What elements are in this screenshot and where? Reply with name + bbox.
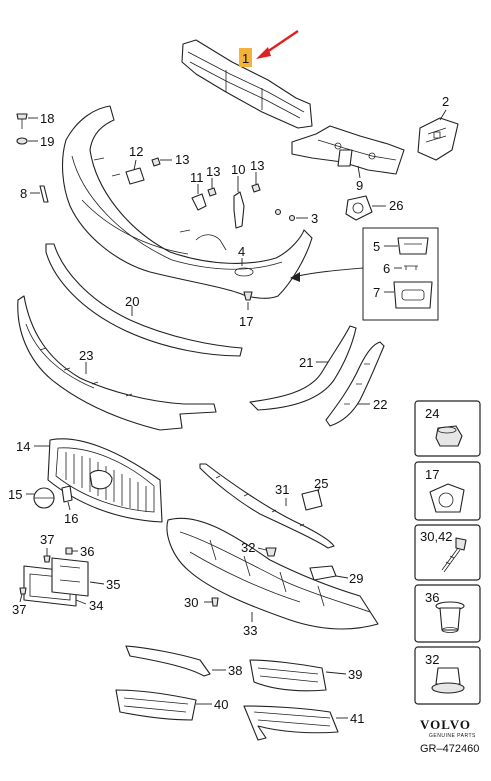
part-33-label: 33	[243, 623, 257, 638]
part-13b-label: 13	[206, 164, 220, 179]
part-9-label: 9	[356, 178, 363, 193]
tile-32[interactable]: 32	[414, 646, 481, 705]
part-12-label: 12	[129, 144, 143, 159]
part-34-label: 34	[89, 598, 103, 613]
part-7-label: 7	[373, 285, 380, 300]
arrow-to-part-4	[290, 267, 364, 282]
part-25-bracket[interactable]	[301, 489, 323, 511]
part-8-strip[interactable]	[39, 185, 49, 203]
drawing-code: GR–472460	[420, 743, 479, 755]
part-2-bracket[interactable]	[417, 117, 459, 161]
part-6-label: 6	[383, 261, 390, 276]
part-17-label: 17	[239, 314, 253, 329]
part-18-label: 18	[40, 111, 54, 126]
part-37a-screw[interactable]	[43, 555, 51, 563]
part-39-trim[interactable]	[249, 659, 327, 692]
part-1-reinforcement-beam[interactable]	[181, 39, 313, 129]
part-3-clip[interactable]	[274, 208, 296, 222]
part-40-trim[interactable]	[115, 689, 197, 721]
part-22-label: 22	[373, 397, 387, 412]
tile-17[interactable]: 17	[414, 461, 481, 521]
part-36-nut[interactable]	[65, 547, 73, 555]
part-37b-label: 37	[12, 602, 26, 617]
part-19-label: 19	[40, 134, 54, 149]
part-29-label: 29	[349, 571, 363, 586]
part-1-label: 1	[242, 51, 249, 66]
part-15-label: 15	[8, 487, 22, 502]
part-41-label: 41	[350, 711, 364, 726]
part-37b-screw[interactable]	[19, 587, 27, 595]
part-26-label: 26	[389, 198, 403, 213]
tile-24-label: 24	[425, 406, 439, 421]
part-30-screw[interactable]	[211, 597, 219, 607]
part-13b-bolt[interactable]	[207, 187, 217, 197]
part-3-label: 3	[311, 211, 318, 226]
part-12-bracket[interactable]	[125, 167, 145, 185]
part-13c-bolt[interactable]	[251, 183, 261, 193]
part-26-sensor-holder[interactable]	[345, 195, 373, 221]
tile-36[interactable]: 36	[414, 584, 481, 643]
part-21-label: 21	[299, 355, 313, 370]
part-22-trim[interactable]	[325, 341, 385, 427]
part-8-label: 8	[20, 186, 27, 201]
part-30-label: 30	[184, 595, 198, 610]
part-31-strip[interactable]	[199, 463, 335, 549]
part-20-strip[interactable]	[45, 243, 243, 357]
part-31-label: 31	[275, 482, 289, 497]
part-10-label: 10	[231, 162, 245, 177]
part-36-label: 36	[80, 544, 94, 559]
part-14-label: 14	[16, 439, 30, 454]
part-23-spoiler[interactable]	[17, 295, 217, 431]
part-10-bracket[interactable]	[233, 191, 245, 229]
part-29-clip[interactable]	[309, 565, 337, 581]
brand-subtitle: GENUINE PARTS	[429, 733, 476, 739]
part-11-label: 11	[190, 170, 204, 185]
tile-17-label: 17	[425, 467, 439, 482]
part-19-washer[interactable]	[16, 137, 28, 145]
part-38-trim[interactable]	[125, 645, 211, 677]
part-33-underbody-panel[interactable]	[166, 517, 379, 630]
part-25-label: 25	[314, 476, 328, 491]
tile-30-42[interactable]: 30,42	[414, 524, 481, 581]
tile-24[interactable]: 24	[414, 400, 481, 457]
part-21-trim[interactable]	[249, 325, 357, 411]
part-18-screw[interactable]	[16, 113, 28, 129]
part-4-bumper-cover[interactable]	[62, 105, 313, 299]
part-15-emblem[interactable]	[33, 487, 55, 509]
part-40-label: 40	[214, 697, 228, 712]
part-16-label: 16	[64, 511, 78, 526]
tile-30-42-label: 30,42	[420, 529, 453, 544]
part-35-bracket[interactable]	[51, 557, 89, 597]
part-1-highlight	[239, 48, 252, 67]
part-39-label: 39	[348, 667, 362, 682]
part-9-crash-box[interactable]	[291, 125, 405, 175]
part-41-trim[interactable]	[243, 705, 339, 741]
tile-36-label: 36	[425, 590, 439, 605]
red-arrow-icon	[256, 30, 299, 59]
tile-32-label: 32	[425, 652, 439, 667]
part-13a-label: 13	[175, 152, 189, 167]
part-32-clip[interactable]	[265, 547, 277, 557]
part-20-label: 20	[125, 294, 139, 309]
part-13c-label: 13	[250, 158, 264, 173]
part-5-label: 5	[373, 239, 380, 254]
part-32-label: 32	[241, 540, 255, 555]
part-14-grille[interactable]	[47, 438, 163, 523]
part-13a-bolt[interactable]	[151, 157, 161, 167]
part-2-label: 2	[442, 94, 449, 109]
part-17-fastener[interactable]	[243, 291, 253, 301]
brand-logo: VOLVO	[420, 717, 471, 732]
part-35-label: 35	[106, 577, 120, 592]
part-37a-label: 37	[40, 532, 54, 547]
part-11-clip[interactable]	[191, 193, 207, 211]
part-38-label: 38	[228, 663, 242, 678]
part-16-clip[interactable]	[61, 485, 73, 503]
callout-box-5-6-7	[362, 227, 439, 321]
part-23-label: 23	[79, 348, 93, 363]
part-4-label: 4	[238, 244, 245, 259]
